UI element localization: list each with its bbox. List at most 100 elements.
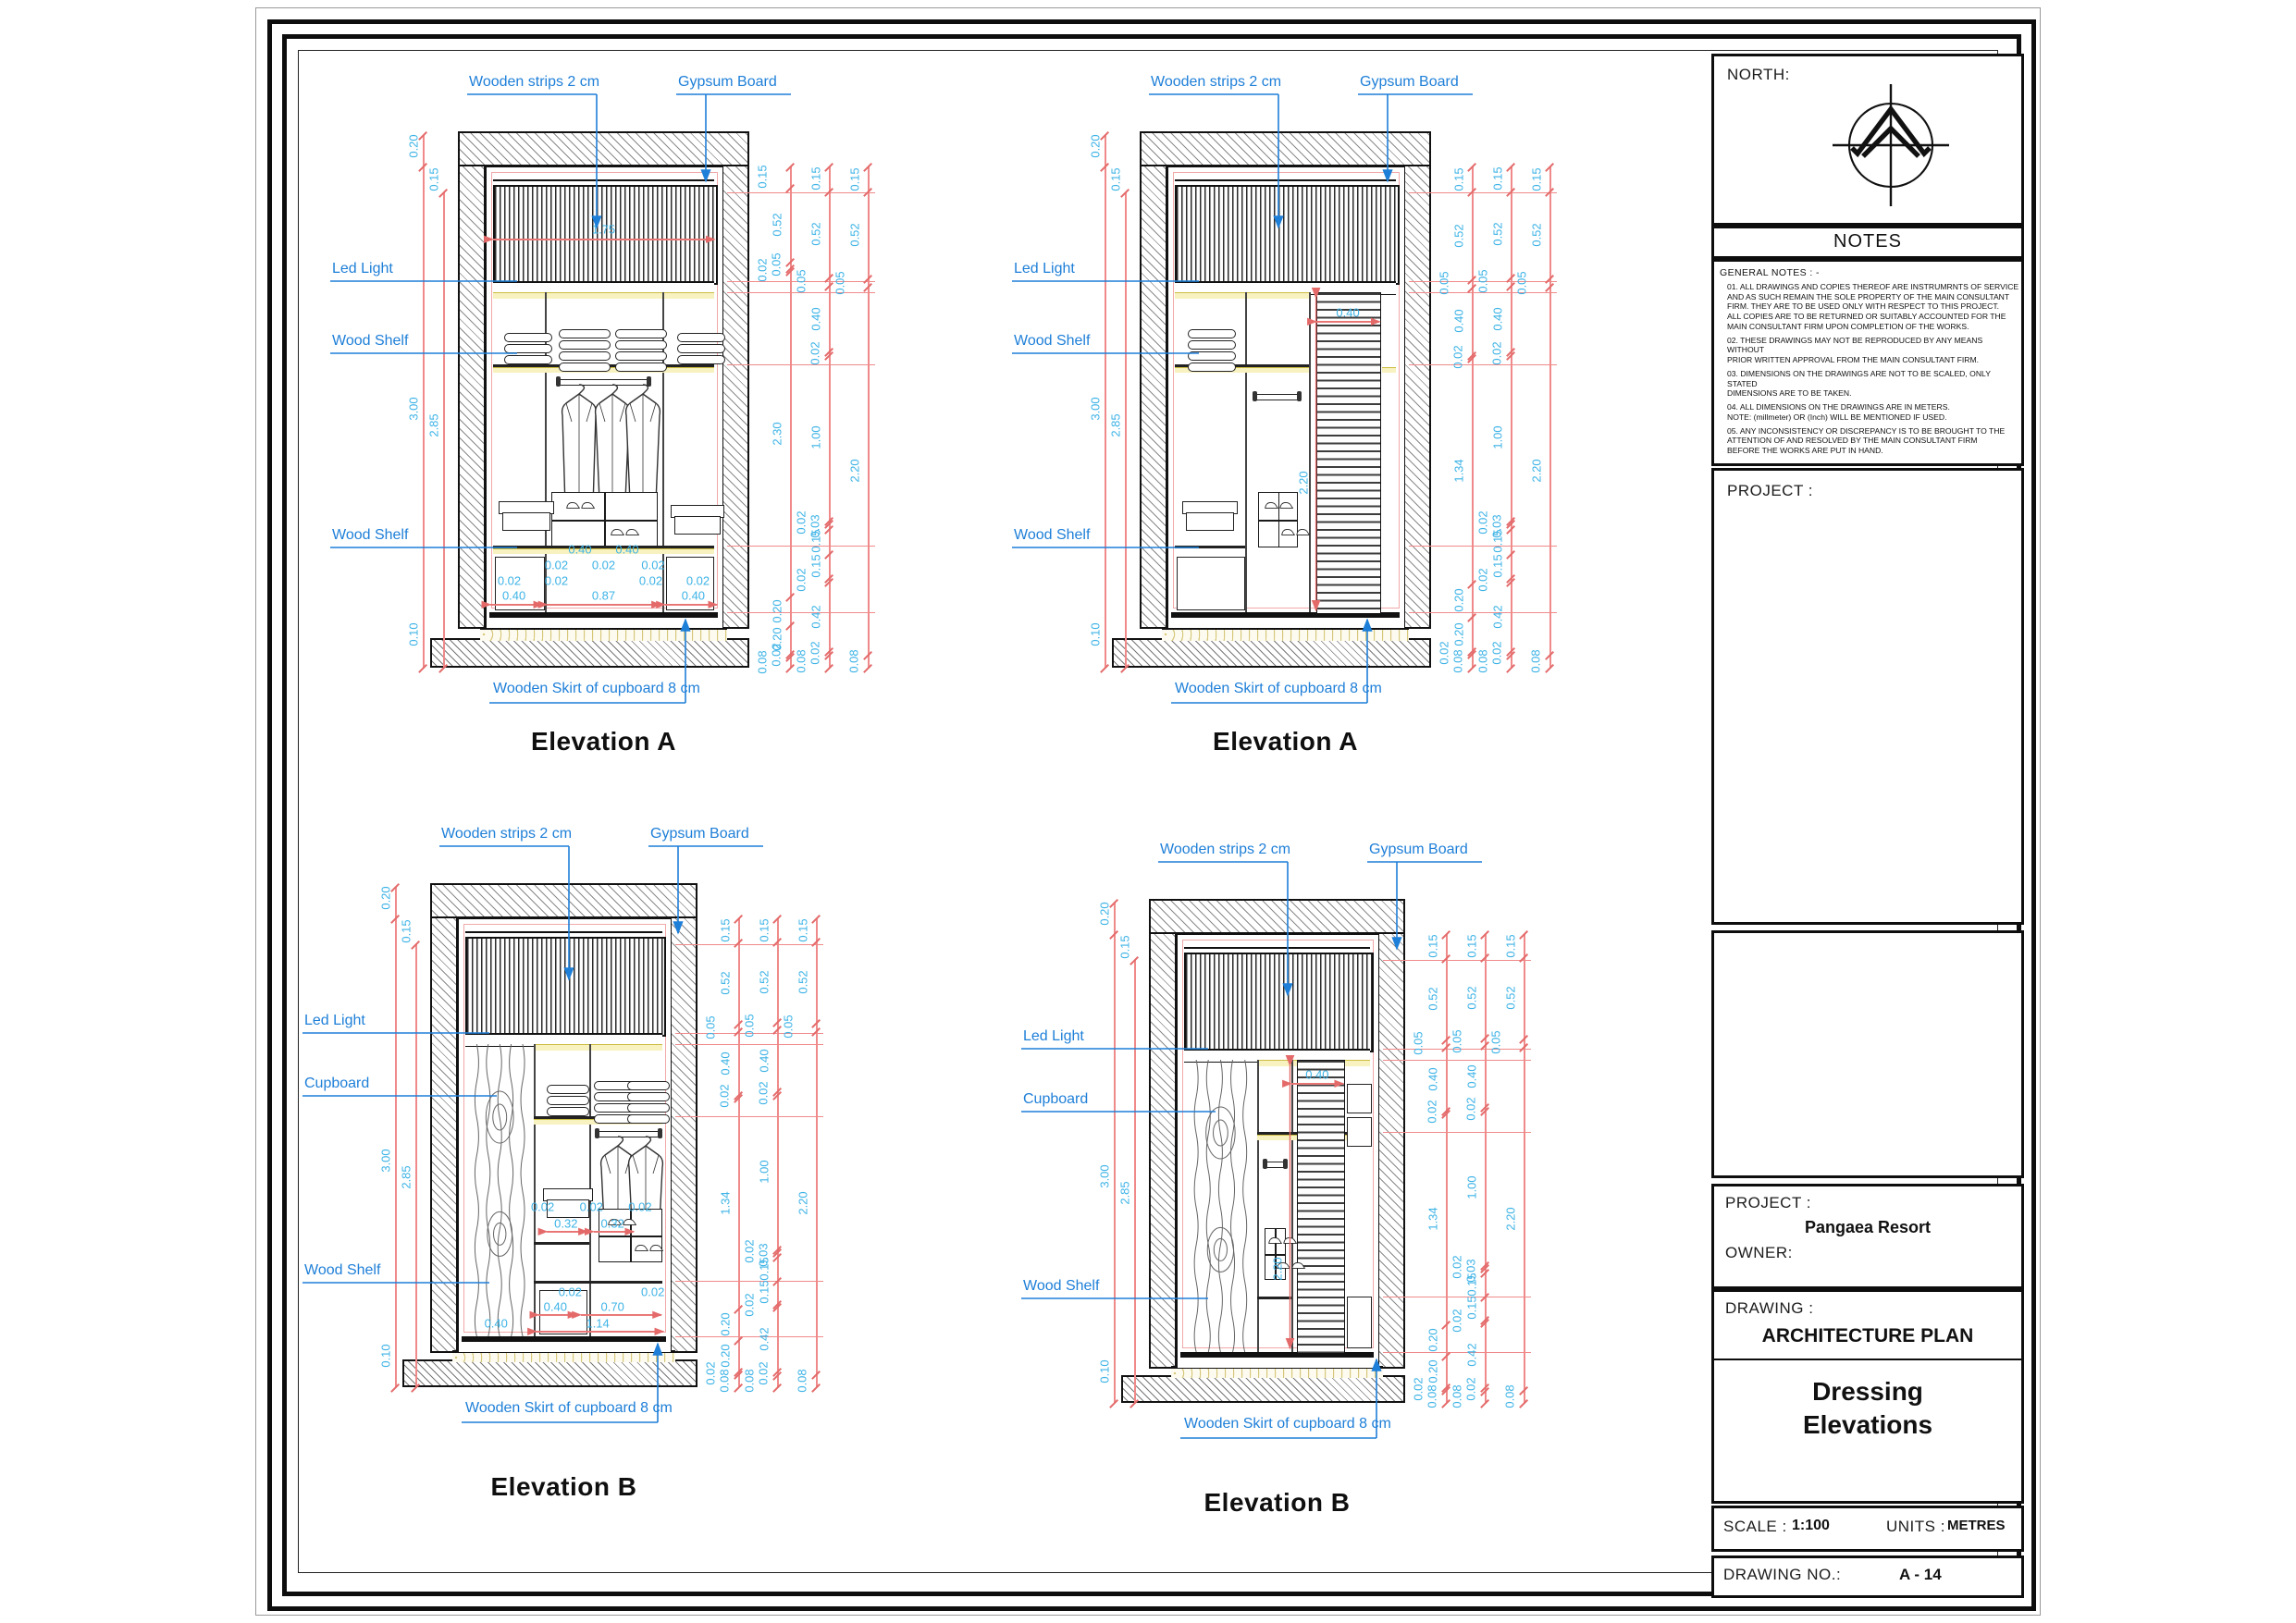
dim-chain-value: 0.52 xyxy=(1426,987,1440,1011)
spare-box xyxy=(1711,930,2024,1178)
dim-chain-value: 0.52 xyxy=(809,222,823,246)
dim-int-line xyxy=(664,604,717,606)
towel xyxy=(615,329,668,338)
dim-chain-value: 0.05 xyxy=(794,269,809,293)
dim-chain-value: 0.08 xyxy=(1450,1384,1464,1408)
wall-right xyxy=(722,165,749,629)
towel xyxy=(504,333,552,342)
project-label-2: PROJECT : xyxy=(1725,1194,1811,1211)
towel-stack xyxy=(547,1085,590,1116)
partition xyxy=(1256,1060,1259,1352)
dim-ext-hline xyxy=(1383,1049,1531,1051)
dim-internal: 0.02 xyxy=(641,1285,665,1299)
dim-left: 0.10 xyxy=(406,622,421,646)
rod-cap xyxy=(647,376,652,387)
dim-ext-line xyxy=(443,192,445,668)
towel xyxy=(615,351,668,361)
label-wooden-strips: Wooden strips 2 cm xyxy=(1151,74,1282,90)
shoe-shelf-unit xyxy=(551,492,658,547)
storage-box xyxy=(547,1199,590,1218)
shelf-line xyxy=(534,1242,589,1245)
dim-chain-value: 0.52 xyxy=(770,213,784,237)
north-compass-icon xyxy=(1833,84,1949,206)
led-glow xyxy=(536,1044,662,1051)
wall-left xyxy=(430,916,458,1353)
dim-chain-value: 0.20 xyxy=(1451,621,1466,646)
led-glow xyxy=(1175,292,1309,299)
dim-chain-value: 0.15 xyxy=(809,529,823,553)
dim-left: 0.10 xyxy=(378,1344,393,1368)
towel xyxy=(627,1103,671,1113)
louver-column xyxy=(1315,292,1382,614)
dim-chain-value: 0.40 xyxy=(1451,309,1466,333)
dim-internal: 0.32 xyxy=(554,1216,578,1231)
dim-chain-value: 0.02 xyxy=(1489,641,1504,665)
towel xyxy=(547,1085,590,1094)
dim-ext-hline xyxy=(675,1116,823,1118)
project-map-box: PROJECT : xyxy=(1711,468,2024,925)
dim-chain-value: 0.15 xyxy=(1464,1273,1479,1297)
dim-ext-line xyxy=(415,944,417,1387)
setting-out-line xyxy=(1173,172,1400,609)
dim-ext-hline xyxy=(675,1336,823,1338)
label-gypsum-board: Gypsum Board xyxy=(678,74,777,90)
shelf-line xyxy=(1256,1297,1291,1299)
label-wooden-skirt: Wooden Skirt of cupboard 8 cm xyxy=(1184,1416,1391,1432)
rod-cap xyxy=(1262,1159,1267,1169)
shoes-icon xyxy=(611,528,640,535)
partition xyxy=(1290,1060,1293,1352)
elevation-caption: Elevation B xyxy=(490,1472,637,1501)
dim-chain-value: 0.52 xyxy=(847,223,862,247)
dim-internal: 0.40 xyxy=(1336,305,1360,320)
towel-stack xyxy=(504,333,552,364)
dim-chain-value: 0.08 xyxy=(1528,649,1543,673)
dim-chain-value: 0.02 xyxy=(794,568,809,592)
towel xyxy=(1188,340,1236,350)
sheet-border-outer xyxy=(255,7,2041,1616)
label-gypsum-board: Gypsum Board xyxy=(650,826,749,842)
drawing-title-line-1: Dressing xyxy=(1812,1377,1923,1406)
towel xyxy=(559,329,611,338)
led-glow xyxy=(1175,367,1309,373)
wall-right xyxy=(1403,165,1431,629)
hanging-rod xyxy=(1254,394,1302,400)
dim-chain-value: 0.08 xyxy=(1475,649,1490,673)
dim-chain-value: 0.08 xyxy=(1450,649,1465,673)
towel xyxy=(627,1114,671,1124)
rod-cap xyxy=(555,376,561,387)
drawing-no-box: DRAWING NO.: A - 14 xyxy=(1711,1555,2024,1598)
label-wood-shelf: Wood Shelf xyxy=(1014,333,1091,349)
dim-left: 0.20 xyxy=(1088,134,1103,158)
floor-slab xyxy=(402,1359,697,1387)
owner-label: OWNER: xyxy=(1725,1244,1793,1261)
partition xyxy=(534,1044,537,1336)
dim-ext-line xyxy=(1114,903,1116,1403)
wooden-skirt xyxy=(1180,1352,1374,1358)
dim-chain-value: 0.15 xyxy=(809,554,823,578)
towel xyxy=(677,333,726,342)
dim-ext-hline xyxy=(727,192,875,194)
dim-int-line xyxy=(490,604,543,606)
dim-chain-value: 2.30 xyxy=(770,422,784,447)
dim-ext-hline xyxy=(1383,1132,1531,1134)
dim-chain-value: 0.05 xyxy=(742,1014,757,1038)
ceiling-slab xyxy=(430,883,697,918)
notes-title: NOTES xyxy=(1833,231,1902,252)
rod-cap xyxy=(1253,391,1258,401)
towel xyxy=(615,340,668,350)
dim-chain-value: 0.15 xyxy=(1529,166,1544,191)
elevation-caption: Elevation B xyxy=(1204,1488,1351,1517)
towel-stack xyxy=(677,333,726,364)
dim-ext-line xyxy=(395,887,397,1387)
dim-internal: 0.02 xyxy=(579,1199,603,1214)
dim-internal: 0.40 xyxy=(1305,1067,1329,1082)
towel-stack xyxy=(559,329,611,372)
label-wooden-strips: Wooden strips 2 cm xyxy=(441,826,573,842)
note-01: 01. ALL DRAWINGS AND COPIES THEREOF ARE … xyxy=(1727,282,2019,331)
dim-chain-line xyxy=(868,166,870,668)
dim-ext-hline xyxy=(1409,546,1557,547)
dim-internal: 0.87 xyxy=(591,588,616,603)
storage-box xyxy=(1186,512,1234,531)
setting-out-line xyxy=(1182,940,1374,1348)
dim-chain-value: 0.08 xyxy=(846,649,861,673)
